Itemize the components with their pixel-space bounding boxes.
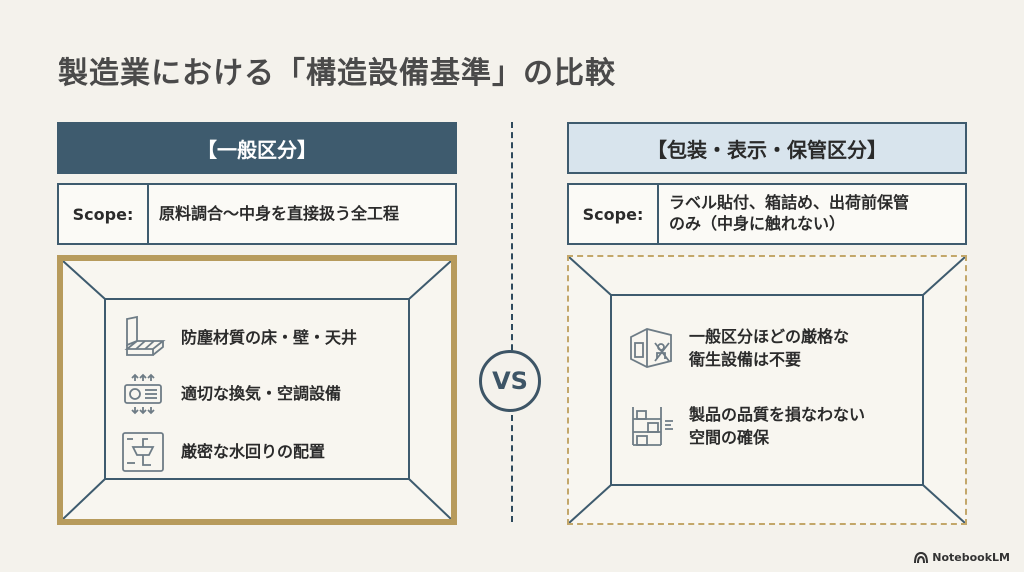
right-scope-value-line-2: のみ（中身に触れない）	[669, 214, 846, 233]
right-item-2: 製品の品質を損なわない 空間の確保	[627, 403, 865, 449]
right-scope-value-line-1: ラベル貼付、箱詰め、出荷前保管	[669, 193, 910, 213]
left-item-2: 適切な換気・空調設備	[119, 371, 341, 417]
vs-badge: VS	[479, 350, 541, 412]
storage-shelf-icon	[632, 407, 673, 447]
right-item-2-text: 製品の品質を損なわない 空間の確保	[689, 403, 865, 449]
right-item-2-line-1: 製品の品質を損なわない	[689, 405, 866, 424]
left-item-3: 厳密な水回りの配置	[119, 429, 325, 475]
right-scope-box: Scope: ラベル貼付、箱詰め、出荷前保管 のみ（中身に触れない）	[567, 183, 967, 245]
right-room-panel: 一般区分ほどの厳格な 衛生設備は不要 製品の品質を損なわない 空間の確保	[567, 255, 967, 525]
right-item-1-text: 一般区分ほどの厳格な 衛生設備は不要	[689, 325, 849, 371]
left-room-panel: 防塵材質の床・壁・天井 適切な換気・空調設備	[57, 255, 457, 525]
right-scope-value: ラベル貼付、箱詰め、出荷前保管 のみ（中身に触れない）	[659, 185, 965, 243]
air-conditioner-icon	[124, 373, 162, 415]
sink-plumbing-blueprint-icon	[122, 432, 164, 472]
left-item-3-text: 厳密な水回りの配置	[181, 442, 326, 462]
center-divider	[511, 122, 513, 522]
notebooklm-logo-icon	[914, 551, 929, 563]
right-room-perspective	[569, 257, 965, 523]
right-item-1-line-1: 一般区分ほどの厳格な	[689, 327, 850, 346]
right-item-1: 一般区分ほどの厳格な 衛生設備は不要	[627, 325, 849, 371]
left-item-1-text: 防塵材質の床・壁・天井	[181, 328, 358, 348]
tiled-floor-wall-icon	[124, 315, 166, 356]
right-item-1-line-2: 衛生設備は不要	[689, 350, 802, 370]
left-item-2-text: 適切な換気・空調設備	[181, 384, 342, 404]
left-scope-label: Scope:	[59, 185, 149, 243]
left-scope-value: 原料調合〜中身を直接扱う全工程	[159, 203, 400, 223]
page-title: 製造業における「構造設備基準」の比較	[58, 56, 616, 91]
right-header: 【包装・表示・保管区分】	[567, 122, 967, 174]
brand-text: NotebookLM	[932, 551, 1010, 564]
notebooklm-logo: NotebookLM	[914, 551, 1010, 564]
left-room-perspective	[63, 261, 451, 519]
left-header: 【一般区分】	[57, 122, 457, 174]
left-item-1: 防塵材質の床・壁・天井	[119, 315, 357, 361]
right-item-2-line-2: 空間の確保	[689, 428, 770, 448]
right-scope-label: Scope:	[569, 185, 659, 243]
no-sanitary-room-icon	[630, 328, 672, 369]
left-scope-box: Scope: 原料調合〜中身を直接扱う全工程	[57, 183, 457, 245]
